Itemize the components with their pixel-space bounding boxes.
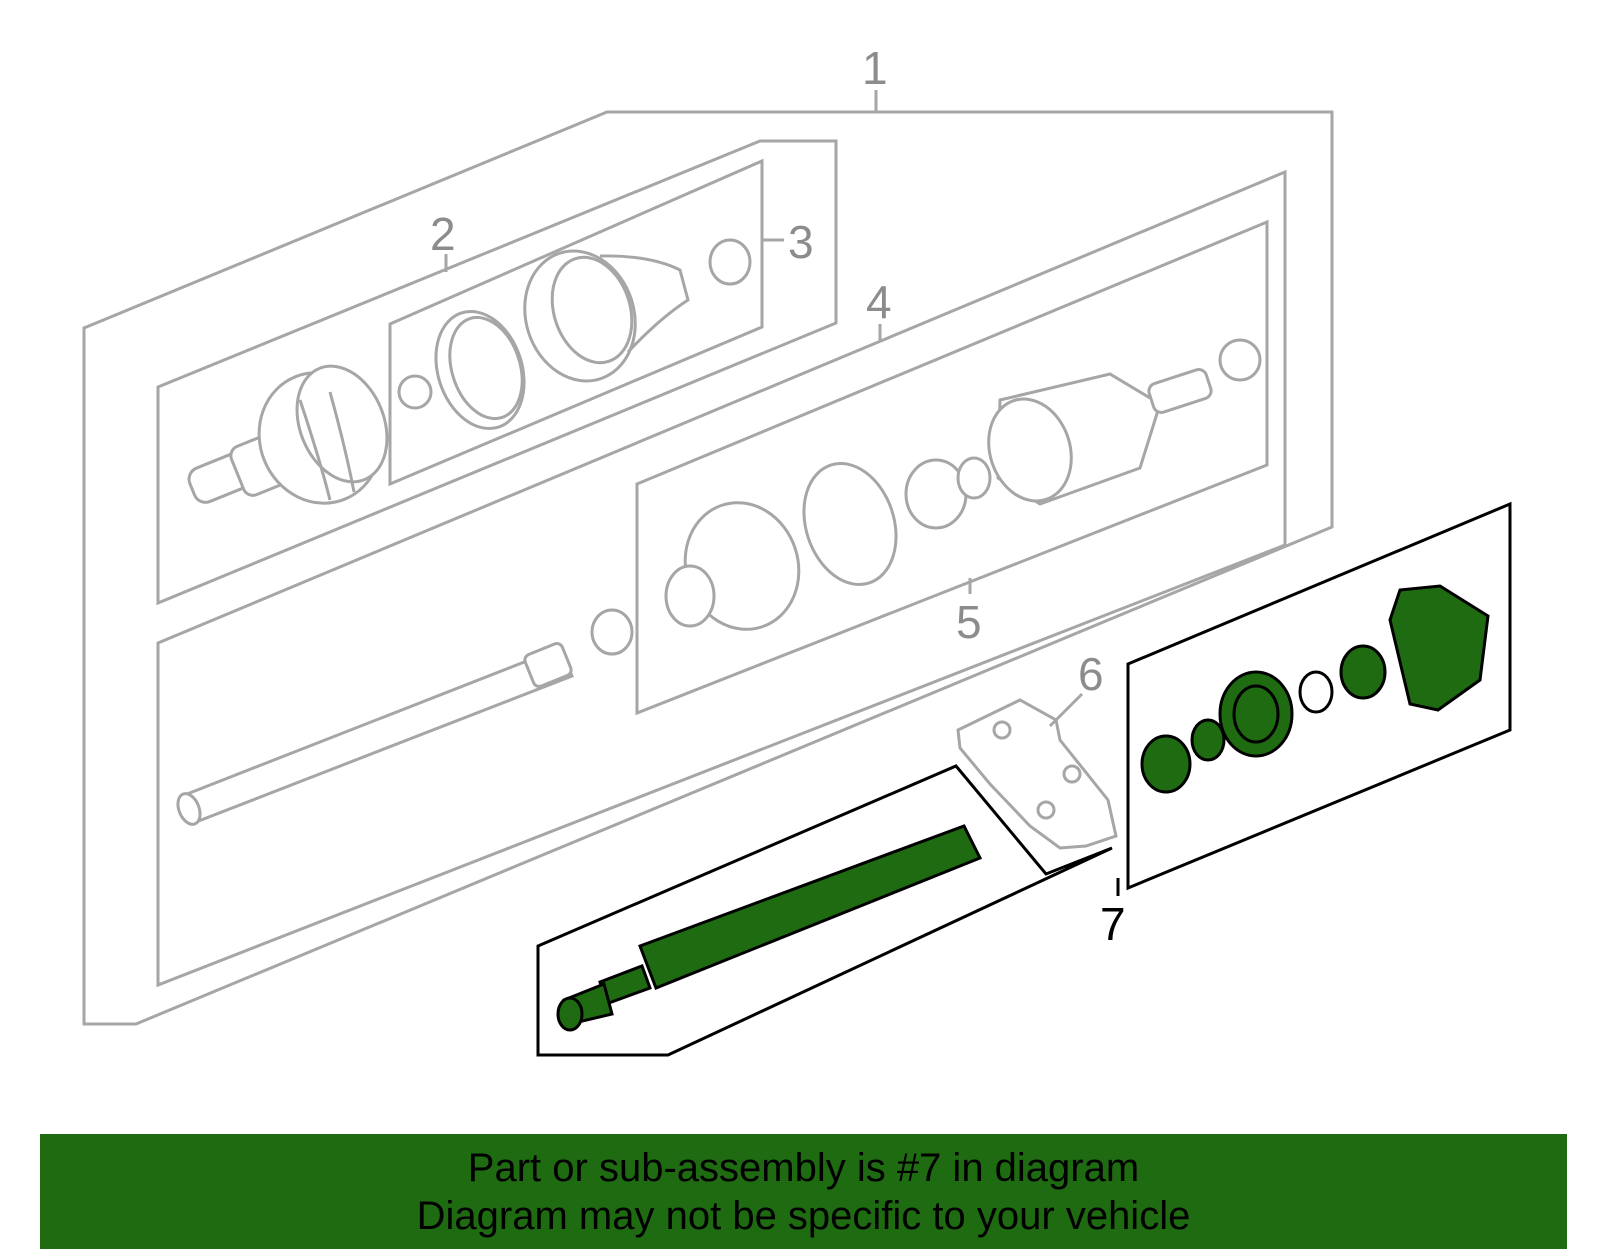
callout-7: 7 — [1100, 898, 1126, 950]
info-banner: Part or sub-assembly is #7 in diagram Di… — [40, 1134, 1567, 1249]
outer-joint-kit-parts — [397, 238, 752, 431]
banner-line-2: Diagram may not be specific to your vehi… — [416, 1193, 1191, 1238]
halfshaft-gray — [176, 608, 634, 826]
callout-3: 3 — [788, 216, 814, 268]
plain-o-ring — [1298, 670, 1334, 714]
inner-joint-kit-parts — [664, 338, 1262, 631]
callout-6: 6 — [1078, 648, 1104, 700]
highlighted-intermediate-shaft — [556, 824, 983, 1032]
callout-4: 4 — [866, 276, 892, 328]
callout-5: 5 — [956, 596, 982, 648]
callout-1: 1 — [862, 42, 888, 94]
bearing-bracket — [956, 698, 1118, 850]
assembly-1-panel — [82, 110, 1334, 1026]
outer-cv-joint — [187, 364, 389, 505]
callout-2: 2 — [430, 208, 456, 260]
inner-joint-panel — [156, 169, 1287, 988]
callout-6-leader — [1048, 692, 1084, 728]
highlighted-bearing-parts — [1140, 584, 1490, 794]
banner-line-1: Part or sub-assembly is #7 in diagram — [467, 1145, 1140, 1190]
assembly-7-panel — [536, 501, 1512, 1057]
outer-joint-panel — [156, 139, 838, 606]
